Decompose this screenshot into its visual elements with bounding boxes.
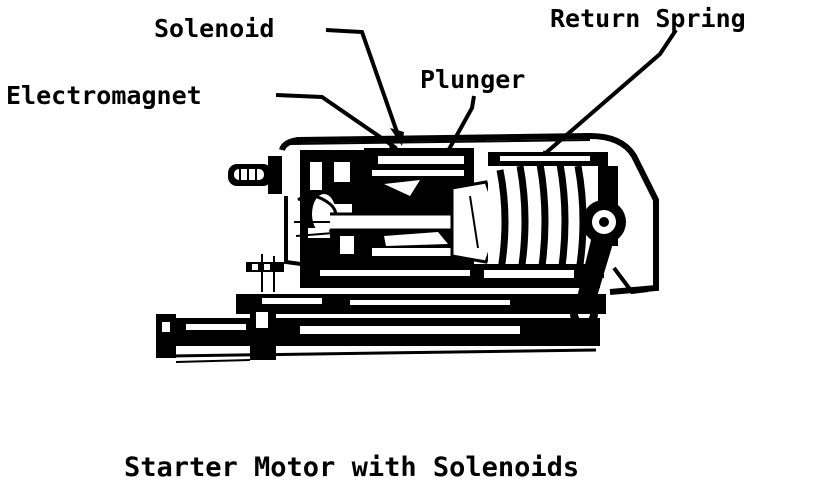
label-electromagnet: Electromagnet — [6, 81, 202, 110]
diagram-caption: Starter Motor with Solenoids — [124, 452, 579, 483]
label-solenoid: Solenoid — [154, 14, 274, 43]
pinion-shaft-assembly — [156, 264, 606, 363]
plunger-rod — [330, 200, 478, 244]
electromagnet-coil — [294, 150, 364, 268]
brush-holder — [246, 254, 284, 349]
solenoid-leader — [325, 28, 400, 136]
terminal-stud — [228, 156, 282, 194]
return-spring-leader — [538, 28, 678, 160]
label-return-spring: Return Spring — [550, 4, 746, 33]
electromagnet-leader — [275, 93, 398, 150]
label-plunger: Plunger — [420, 65, 525, 94]
starter-motor-illustration — [156, 132, 659, 363]
